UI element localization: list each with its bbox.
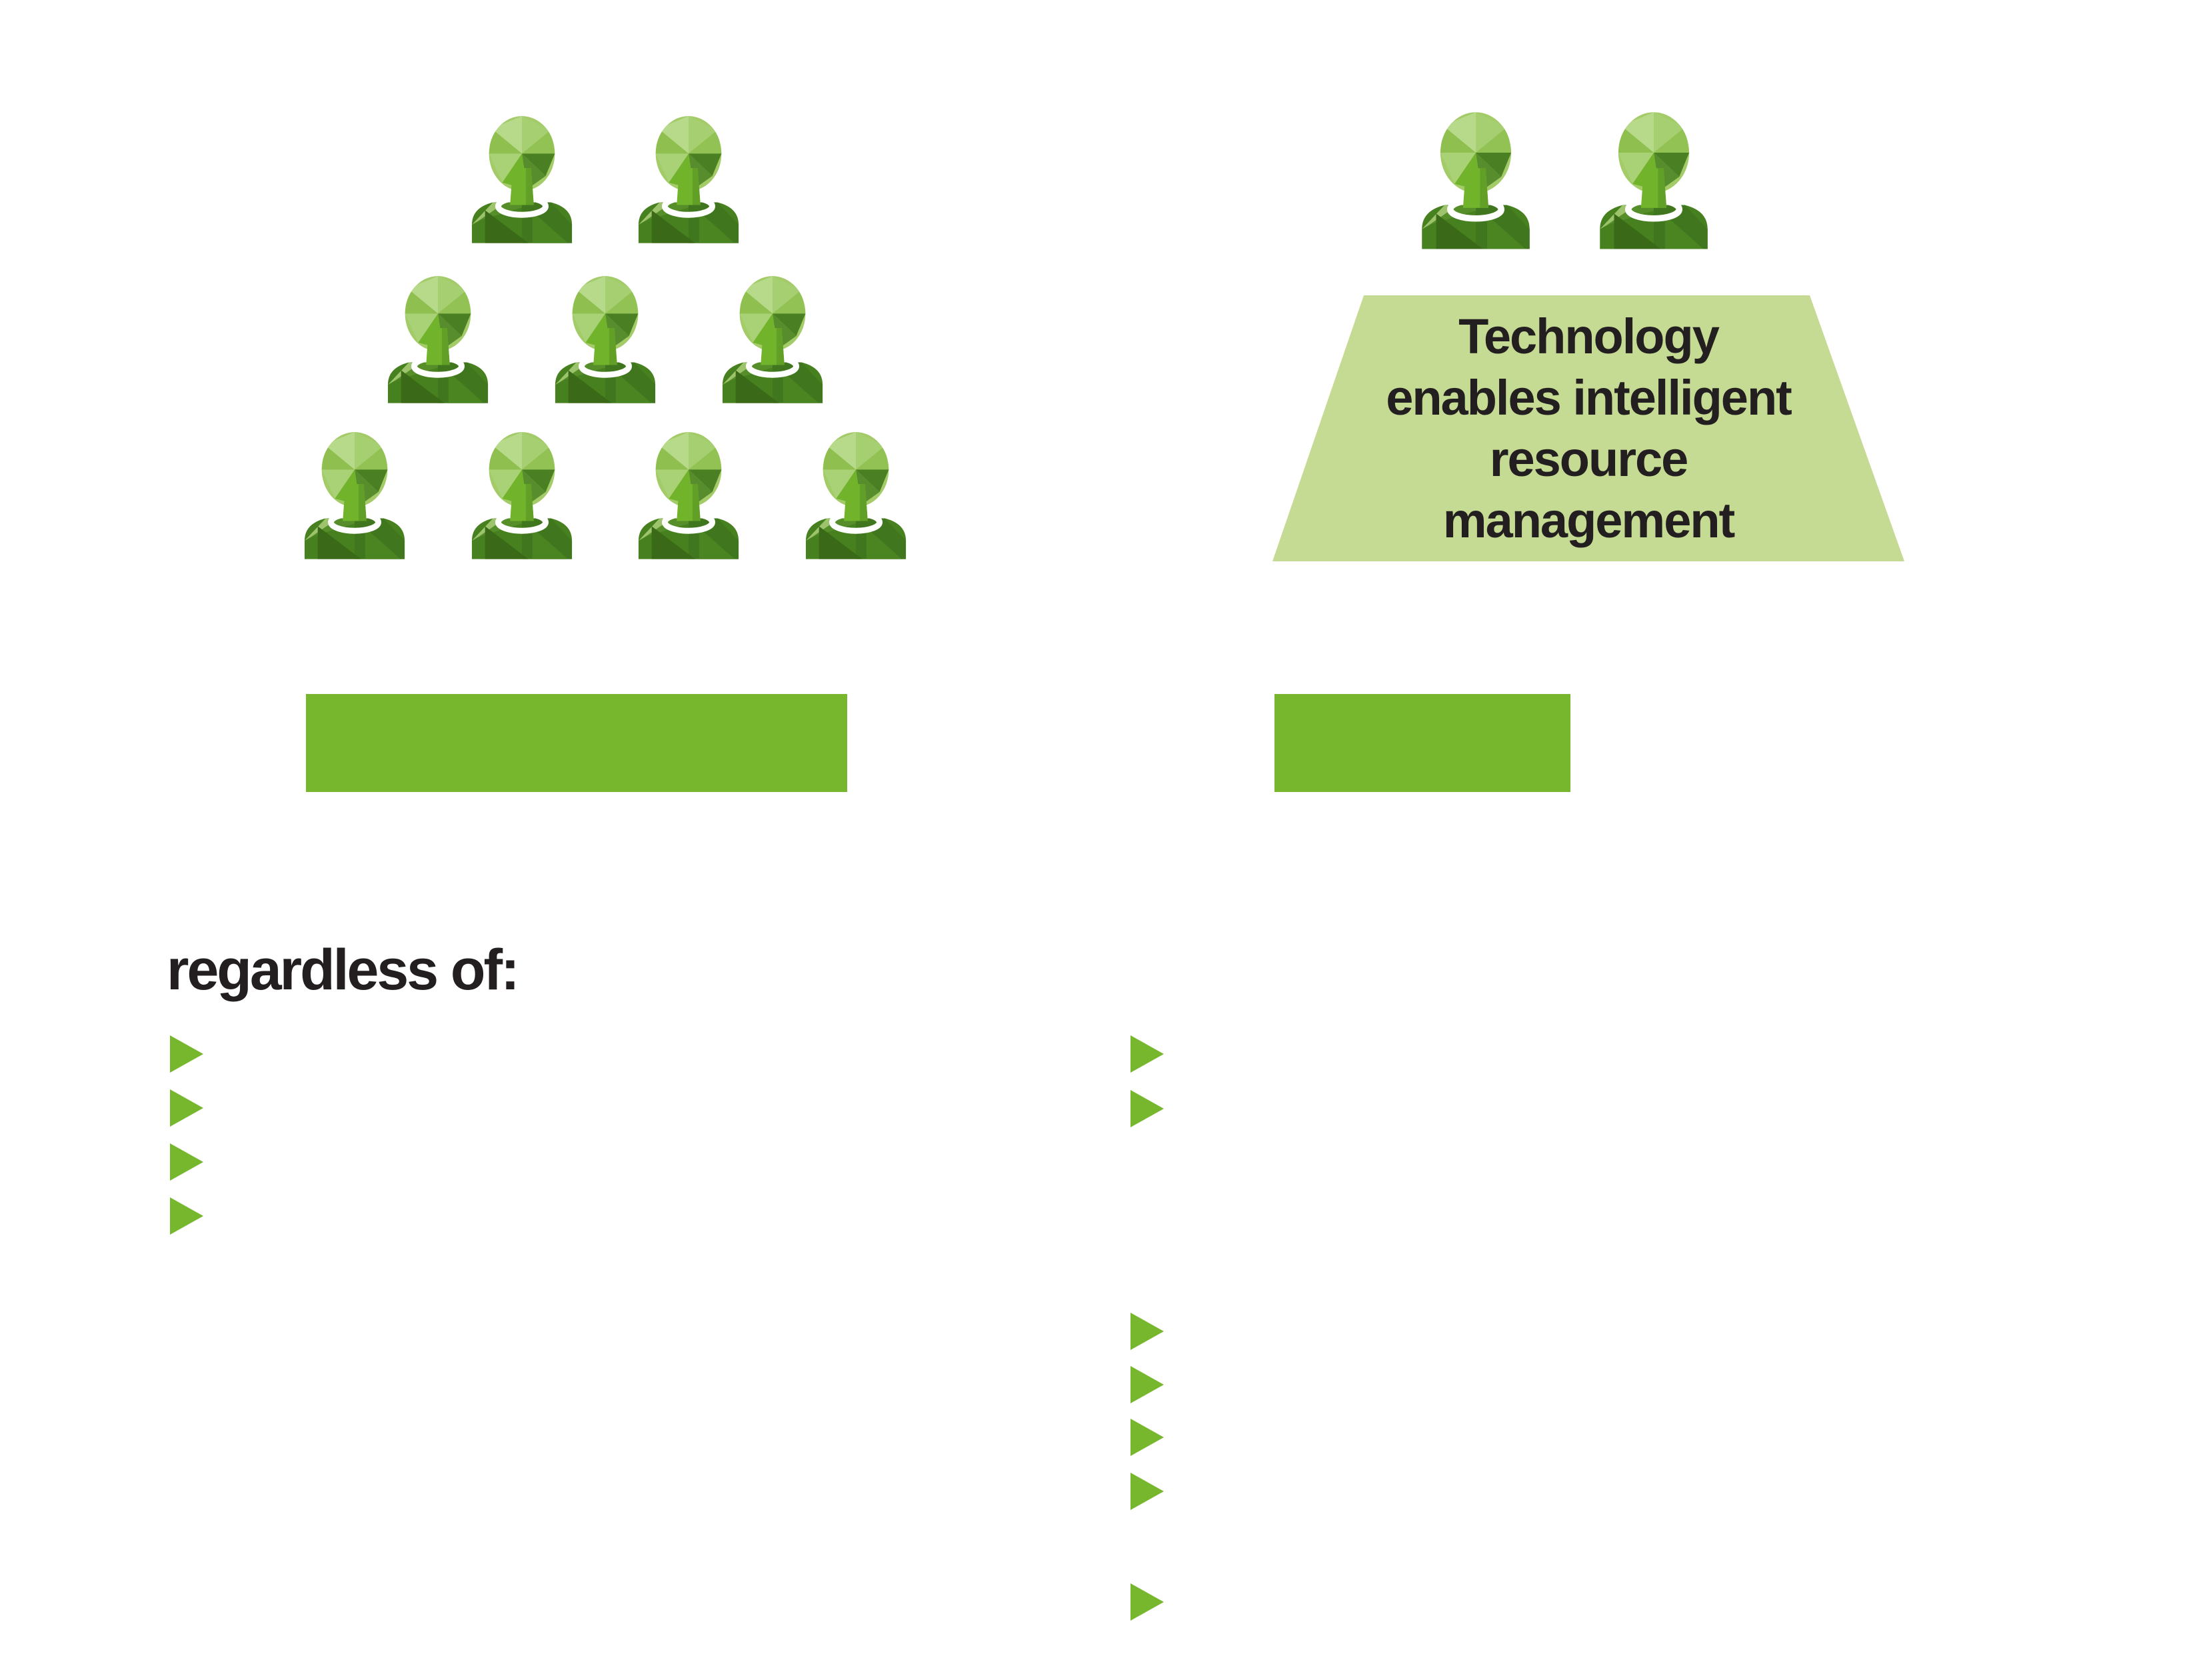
triangle-bullet-icon: [1130, 1366, 1164, 1403]
person-icon: [302, 423, 407, 560]
person-icon: [553, 267, 658, 404]
person-icon: [636, 107, 741, 244]
triangle-bullet-icon: [170, 1089, 203, 1127]
funnel-caption-line: resource: [1489, 431, 1689, 487]
funnel-trapezoid: [1272, 295, 1904, 561]
triangle-bullet-icon: [170, 1197, 203, 1235]
funnel-caption: Technology enables intelligent resource …: [1272, 295, 1904, 561]
person-icon: [469, 107, 575, 244]
triangle-bullet-icon: [170, 1143, 203, 1181]
funnel-caption-line: Technology: [1458, 308, 1720, 364]
person-icon: [636, 423, 741, 560]
regardless-of-label: regardless of:: [167, 938, 520, 1002]
person-icon: [803, 423, 909, 560]
triangle-bullet-icon: [1130, 1419, 1164, 1456]
triangle-bullet-icon: [1130, 1090, 1164, 1127]
bar-right: [1274, 694, 1570, 792]
triangle-bullet-icon: [1130, 1313, 1164, 1350]
person-icon: [469, 423, 575, 560]
triangle-bullet-icon: [1130, 1473, 1164, 1510]
funnel-caption-line: enables intelligent: [1386, 369, 1792, 425]
triangle-bullet-icon: [170, 1035, 203, 1073]
person-icon: [1597, 102, 1710, 250]
person-icon: [720, 267, 825, 404]
triangle-bullet-icon: [1130, 1035, 1164, 1073]
bar-left: [306, 694, 847, 792]
person-icon: [1419, 102, 1532, 250]
funnel-caption-line: management: [1442, 492, 1735, 548]
technology-funnel: Technology enables intelligent resource …: [1272, 295, 1904, 561]
triangle-bullet-icon: [1130, 1583, 1164, 1621]
person-icon: [385, 267, 491, 404]
